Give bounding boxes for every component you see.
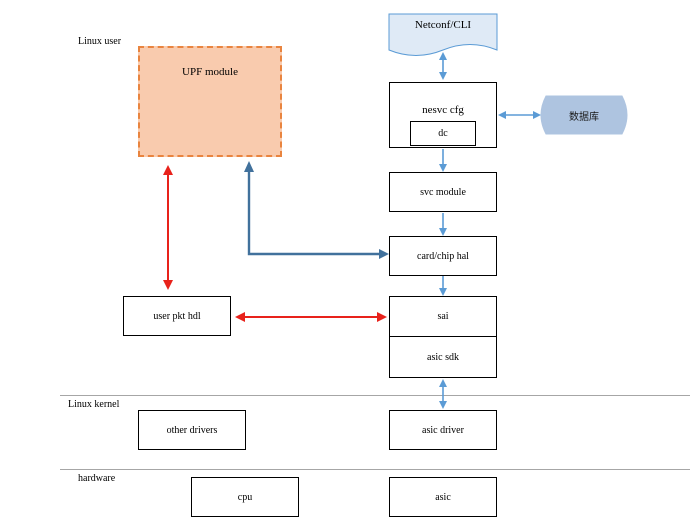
- database-label: 数据库: [569, 111, 599, 123]
- user-pkt-hdl-label: user pkt hdl: [153, 310, 201, 322]
- dc-box: dc: [410, 121, 476, 146]
- cpu-label: cpu: [237, 491, 253, 503]
- asic-label: asic: [435, 491, 451, 503]
- svc-module-box: svc module: [389, 172, 497, 212]
- svc-module-label: svc module: [420, 186, 466, 198]
- asic-sdk-box: asic sdk: [389, 336, 497, 378]
- upf-hal-arrowhead: [379, 249, 389, 259]
- netconf-cli-label: Netconf/CLI: [414, 19, 472, 31]
- asic-driver-box: asic driver: [389, 410, 497, 450]
- upf-module-box: UPF module: [138, 46, 282, 157]
- other-drivers-box: other drivers: [138, 410, 246, 450]
- nesvc-cfg-label: nesvc cfg: [422, 104, 464, 116]
- netconf-cli-shape: [388, 13, 498, 56]
- hal-upf-link: [247, 168, 386, 256]
- linux-user-label: Linux user: [78, 36, 122, 47]
- card-chip-hal-box: card/chip hal: [389, 236, 497, 276]
- sai-label: sai: [437, 311, 449, 322]
- user-pkt-hdl-box: user pkt hdl: [123, 296, 231, 336]
- hardware-label: hardware: [78, 473, 116, 484]
- dc-label: dc: [438, 128, 448, 139]
- asic-box: asic: [389, 477, 497, 517]
- card-chip-hal-label: card/chip hal: [417, 250, 469, 262]
- linux-kernel-label: Linux kernel: [68, 399, 120, 410]
- asic-driver-label: asic driver: [422, 424, 464, 436]
- upf-module-label: UPF module: [182, 66, 238, 78]
- sai-box: sai: [389, 296, 497, 337]
- other-drivers-label: other drivers: [166, 424, 218, 436]
- cpu-box: cpu: [191, 477, 299, 517]
- asic-sdk-label: asic sdk: [427, 351, 459, 363]
- database-shape: [540, 95, 628, 135]
- hal-upf-arrowhead: [244, 161, 254, 172]
